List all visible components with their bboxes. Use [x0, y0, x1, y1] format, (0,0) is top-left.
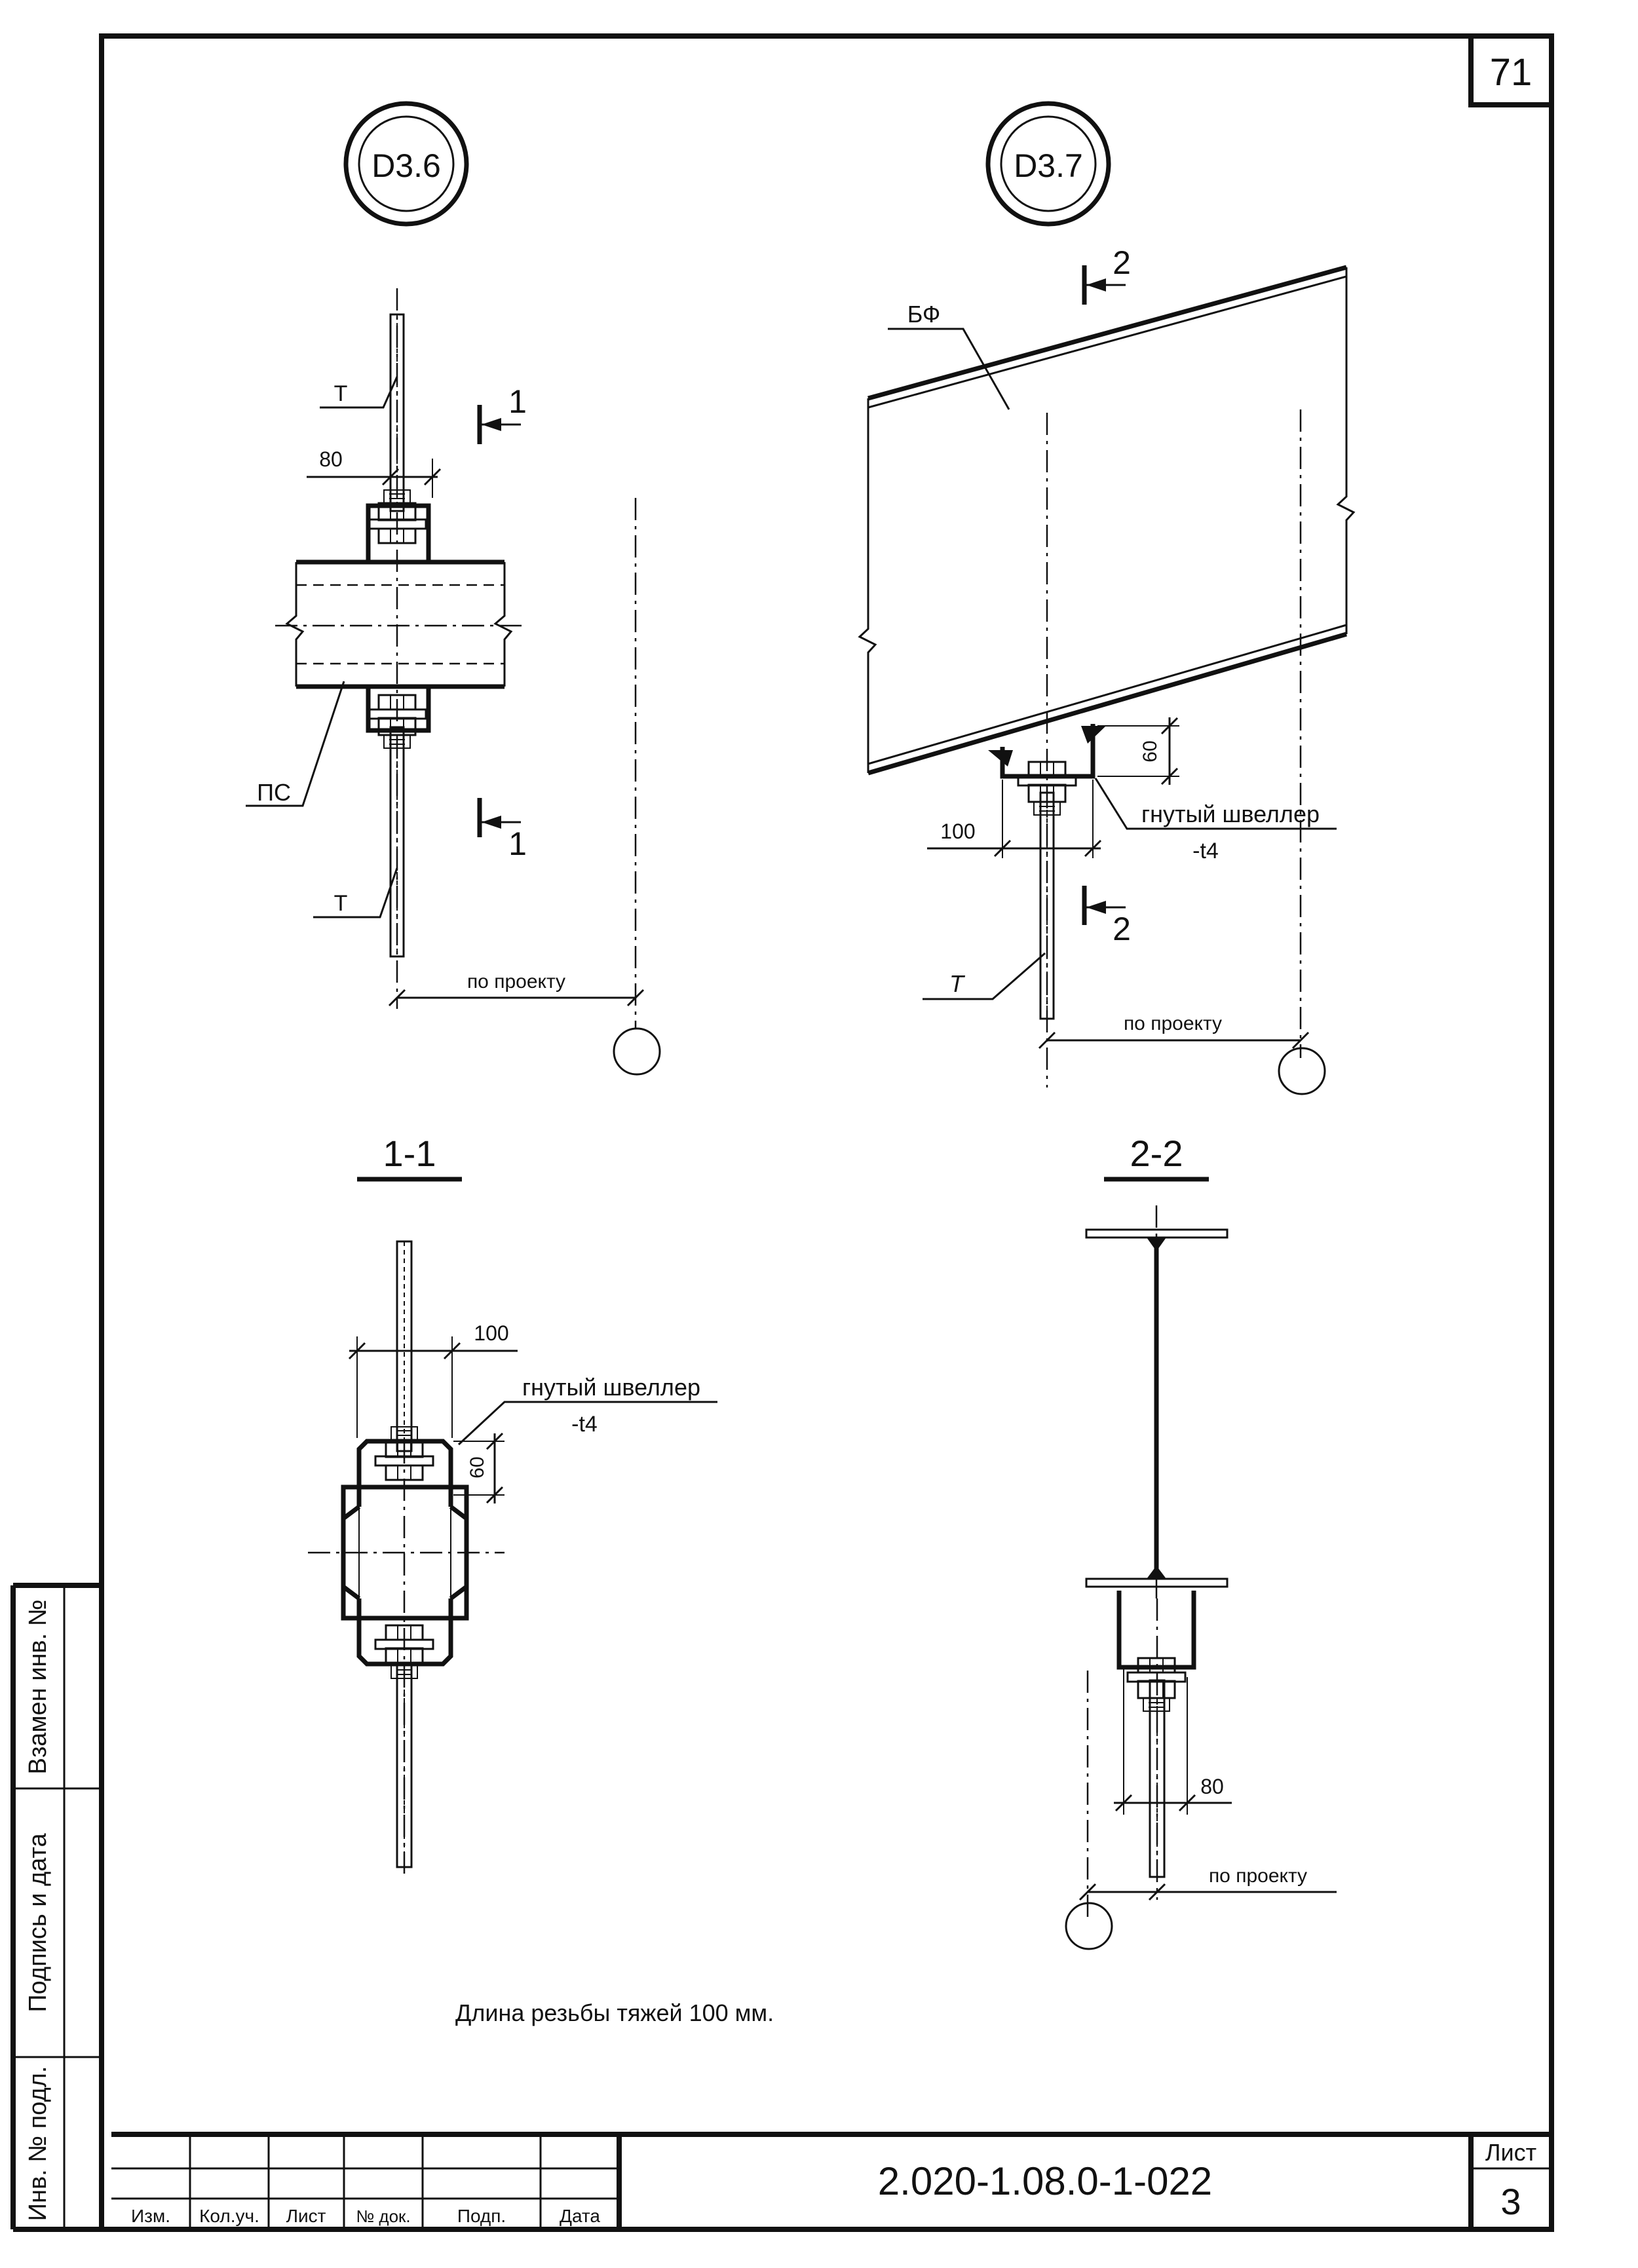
stamp-replaced-inv: Взамен инв. №: [24, 1600, 52, 1775]
leader-beam-bf: БФ: [888, 301, 1010, 410]
dimension-60-d3-7: 60: [1097, 717, 1179, 785]
svg-text:1: 1: [508, 383, 527, 420]
svg-text:Т: Т: [949, 970, 966, 997]
section-cut-1-top: 1: [477, 383, 527, 444]
pipe-ps: [275, 559, 524, 689]
stamp-signature-date: Подпись и дата: [24, 1832, 52, 2012]
header-count: Кол.уч.: [199, 2206, 259, 2226]
side-stamp: Взамен инв. № Подпись и дата Инв. № подл…: [10, 1583, 102, 2232]
svg-text:Т: Т: [334, 381, 348, 406]
section-1-1: 1-1: [308, 1133, 717, 1874]
dimension-offset-s22: по проекту: [1078, 1865, 1337, 1901]
section-title-2-2: 2-2: [1104, 1133, 1209, 1182]
svg-text:БФ: БФ: [907, 301, 941, 328]
hanger-rod-d3-7: [1039, 791, 1055, 1020]
detail-d3-6: D3.6: [246, 101, 661, 1076]
dimension-offset-d3-7: по проекту: [1038, 1013, 1310, 1049]
svg-text:100: 100: [474, 1321, 508, 1345]
leader-channel-d3-7: гнутый швеллер -t4: [1094, 778, 1337, 863]
leader-pipe-ps: ПС: [246, 681, 345, 807]
channel-clamp-top: [366, 489, 431, 563]
stamp-original-inv: Инв. № подл.: [24, 2066, 52, 2221]
header-sheet: Лист: [286, 2206, 326, 2226]
svg-text:ПС: ПС: [257, 779, 291, 806]
title-block: Изм. Кол.уч. Лист № док. Подп. Дата 2.02…: [111, 2132, 1552, 2229]
header-date: Дата: [560, 2206, 600, 2226]
svg-text:Т: Т: [334, 891, 348, 916]
svg-text:60: 60: [1139, 740, 1161, 762]
section-2-2: 2-2 80: [1065, 1133, 1337, 1950]
dimension-100-s11: 100: [348, 1321, 518, 1438]
svg-text:гнутый швеллер: гнутый швеллер: [522, 1374, 700, 1401]
channel-clamp-s11-bottom: [341, 1585, 468, 1680]
leader-channel-s11: гнутый швеллер -t4: [457, 1374, 717, 1446]
leader-rod-top: Т: [320, 376, 398, 409]
svg-text:1-1: 1-1: [383, 1133, 436, 1174]
hanger-rod-s11-top: [396, 1240, 413, 1452]
svg-text:1: 1: [508, 825, 527, 862]
svg-text:2-2: 2-2: [1130, 1133, 1183, 1174]
dimension-80-d3-6: 80: [307, 447, 442, 498]
header-signature: Подп.: [457, 2206, 506, 2226]
svg-text:-t4: -t4: [1192, 839, 1219, 863]
header-revision: Изм.: [131, 2206, 170, 2226]
dimension-offset-d3-6: по проекту: [388, 971, 645, 1007]
dimension-80-s22: 80: [1114, 1669, 1232, 1815]
channel-clamp-bottom: [366, 685, 431, 749]
page-number-box: 71: [1468, 33, 1554, 107]
svg-text:60: 60: [467, 1456, 488, 1478]
section-cut-1-bottom: 1: [477, 798, 527, 862]
detail-mark-d3-6: D3.6: [343, 101, 469, 227]
axis-bubble-s22: [1065, 1902, 1113, 1950]
svg-text:2: 2: [1113, 244, 1131, 281]
general-note: Длина резьбы тяжей 100 мм.: [455, 1999, 774, 2026]
svg-text:2: 2: [1113, 911, 1131, 947]
sheet-label: Лист: [1485, 2139, 1536, 2166]
svg-text:гнутый швеллер: гнутый швеллер: [1141, 801, 1320, 827]
dimension-60-s11: 60: [453, 1432, 505, 1504]
svg-text:D3.6: D3.6: [371, 147, 441, 184]
page-number: 71: [1490, 51, 1533, 94]
section-cut-2-top: 2: [1082, 244, 1131, 305]
leader-rod-d3-7: Т: [923, 952, 1046, 1000]
svg-text:100: 100: [940, 820, 975, 843]
svg-text:80: 80: [1200, 1775, 1224, 1798]
sheet-number: 3: [1500, 2181, 1521, 2222]
sheet-frame: [99, 33, 1554, 2232]
document-designation: 2.020-1.08.0-1-022: [878, 2159, 1212, 2203]
svg-text:по проекту: по проекту: [467, 971, 565, 992]
hanger-rod-s22: [1149, 1598, 1166, 1900]
channel-clamp-d3-7: [988, 724, 1106, 816]
axis-bubble-d3-6: [613, 1027, 661, 1076]
svg-text:по проекту: по проекту: [1124, 1013, 1222, 1034]
header-doc-number: № док.: [356, 2206, 410, 2226]
pipe-s11: [308, 1484, 505, 1621]
axis-bubble-d3-7: [1278, 1047, 1326, 1095]
detail-d3-7: D3.7 60: [858, 101, 1356, 1095]
svg-text:-t4: -t4: [571, 1412, 598, 1437]
leader-rod-bottom: Т: [313, 867, 398, 918]
detail-mark-d3-7: D3.7: [985, 101, 1111, 227]
svg-text:80: 80: [319, 447, 343, 471]
svg-text:D3.7: D3.7: [1014, 147, 1083, 184]
section-cut-2-bottom: 2: [1082, 886, 1131, 947]
beam-bf: [858, 265, 1356, 776]
dimension-100-d3-7: 100: [927, 780, 1102, 858]
section-title-1-1: 1-1: [357, 1133, 462, 1182]
svg-text:по проекту: по проекту: [1209, 1865, 1307, 1887]
